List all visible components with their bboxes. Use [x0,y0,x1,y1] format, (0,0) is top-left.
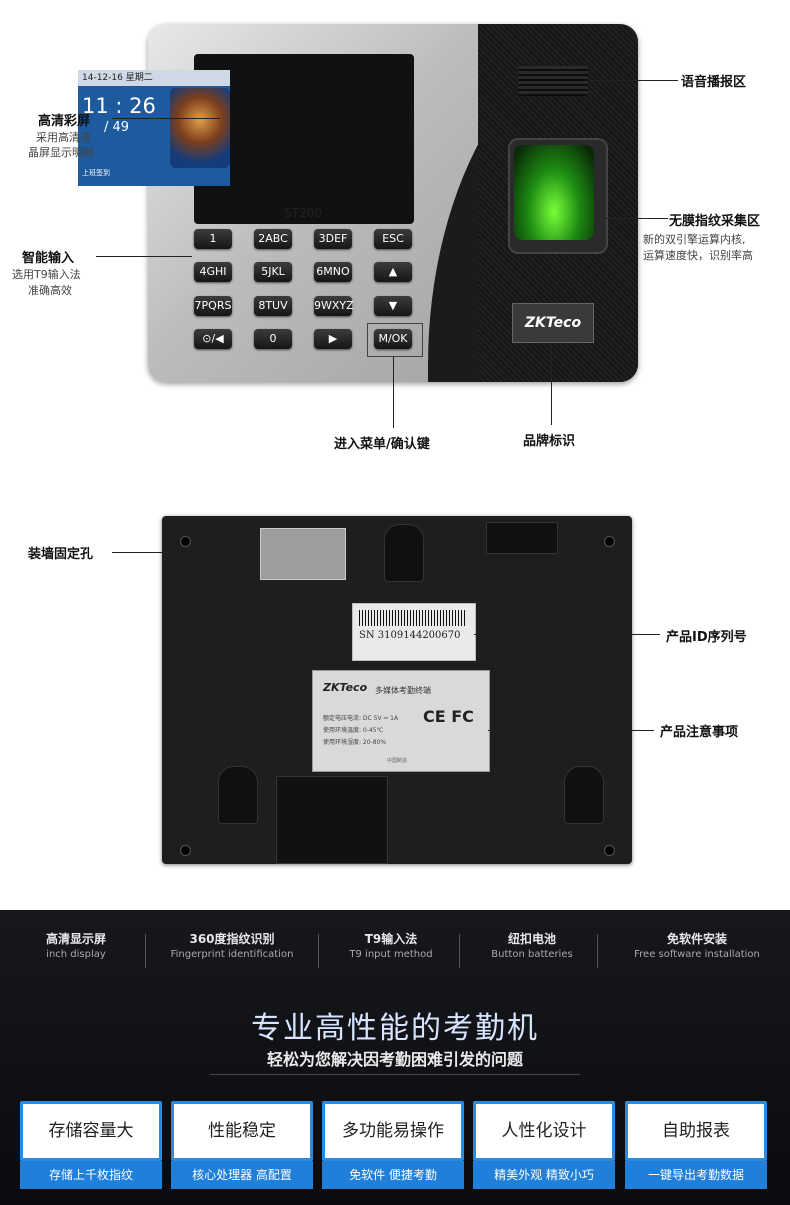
voice-label: 语音播报区 [681,75,747,90]
serial-number: SN 3109144200670 [359,630,461,641]
fingerprint-label-desc-2: 运算速度快，识别率高 [643,249,753,262]
wall-hole-bottom-right [564,766,604,824]
screen-count: / 49 [104,120,130,135]
key-8[interactable]: 8TUV [254,296,292,316]
wall-hole-top [384,524,424,582]
screw-top-left [180,536,191,547]
hand-wallpaper-image [170,88,230,168]
key-1[interactable]: 1 [194,229,232,249]
key-9[interactable]: 9WXYZ [314,296,354,316]
certification-marks: CE FC [423,707,474,726]
menu-key-label: 进入菜单/确认键 [334,437,430,452]
benefit-card-storage: 存储容量大 存储上千枚指纹 [20,1101,162,1189]
key-6[interactable]: 6MNO [314,262,352,282]
speaker-grille [518,66,588,96]
fingerprint-label-line [604,218,668,219]
input-label-desc-1: 选用T9输入法 [12,268,81,281]
promo-headline: 专业高性能的考勤机 [251,1011,539,1046]
notice-label-line [488,730,654,731]
menu-key-highlight [367,323,423,357]
feature-divider [145,934,146,968]
screen-label-desc-1: 采用高清液 [36,131,91,144]
feature-divider [318,934,319,968]
plate-title: 多媒体考勤终端 [375,686,431,695]
key-up[interactable]: ▲ [374,262,412,282]
back-bottom-slot [276,776,388,864]
notice-label: 产品注意事项 [660,725,739,740]
benefit-card-stability: 性能稳定 核心处理器 高配置 [171,1101,313,1189]
screen-label-desc-2: 晶屏显示明朗 [28,146,94,159]
benefit-card-design: 人性化设计 精美外观 精致小巧 [473,1101,615,1189]
screw-top-right [604,536,615,547]
key-0[interactable]: 0 [254,329,292,349]
voice-label-line [590,80,678,81]
screen-label-title: 高清彩屏 [38,114,91,129]
fingerprint-label-desc-1: 新的双引擎运算内核, [643,233,746,246]
screw-bottom-right [604,845,615,856]
key-2[interactable]: 2ABC [254,229,292,249]
benefit-card-multifunction: 多功能易操作 免软件 便捷考勤 [322,1101,464,1189]
screen-date-bar: 14-12-16 星期二 [78,70,230,86]
plate-brand: ZKTeco [323,681,368,694]
plate-country: 中国制造 [387,758,408,764]
key-down[interactable]: ▼ [374,296,412,316]
brand-label-line [551,343,552,425]
feature-fingerprint: 360度指纹识别 Fingerprint identification [170,932,294,960]
key-5[interactable]: 5JKL [254,262,292,282]
screen-time: 11 : 26 [82,94,156,118]
front-view-section: 14-12-16 星期二 11 : 26 / 49 上班签到 ST200 1 2… [0,0,790,480]
decor-line [210,1074,580,1075]
plate-line-3: 使用环境湿度: 20-80% [323,739,387,746]
key-3[interactable]: 3DEF [314,229,352,249]
screw-bottom-left [180,845,191,856]
feature-divider [597,934,598,968]
wall-hole-bottom-left [218,766,258,824]
menu-key-label-line [393,356,394,428]
feature-software: 免软件安装 Free software installation [634,932,760,960]
key-right[interactable]: ▶ [314,329,352,349]
mount-hole-label: 装墙固定孔 [28,547,94,562]
input-label-line [96,256,192,257]
mount-bracket-tab [260,528,346,580]
brand-label: 品牌标识 [523,434,576,449]
screen-frame [194,54,414,224]
key-4[interactable]: 4GHI [194,262,232,282]
key-power-back[interactable]: ⊙/◀ [194,329,232,349]
plate-line-1: 额定电压电流: DC 5V ⎓ 1A [323,715,399,722]
feature-t9: T9输入法 T9 input method [349,932,433,960]
serial-label: 产品ID序列号 [666,630,747,645]
screen-label-line [112,118,220,119]
back-top-slot [486,522,558,554]
input-label-title: 智能输入 [22,251,75,266]
serial-label-line [474,634,660,635]
feature-divider [459,934,460,968]
key-menu-ok[interactable]: M/OK [374,329,412,349]
info-plate: ZKTeco 多媒体考勤终端 额定电压电流: DC 5V ⎓ 1A 使用环境温度… [312,670,490,772]
promo-subhead: 轻松为您解决因考勤困难引发的问题 [266,1050,523,1069]
fingerprint-glass [514,145,594,240]
feature-display: 高清显示屏 inch display [45,932,106,960]
benefit-card-report: 自助报表 一键导出考勤数据 [625,1101,767,1189]
feature-battery: 纽扣电池 Button batteries [491,932,573,960]
mount-hole-line [112,552,260,553]
lcd-screen: 14-12-16 星期二 11 : 26 / 49 上班签到 [78,70,230,186]
plate-line-2: 使用环境温度: 0-45℃ [323,727,384,734]
screen-status: 上班签到 [82,169,110,177]
serial-sticker: SN 3109144200670 [352,603,476,661]
input-label-desc-2: 准确高效 [28,284,72,297]
key-esc[interactable]: ESC [374,229,412,249]
fingerprint-label-title: 无膜指纹采集区 [669,214,761,229]
key-7[interactable]: 7PQRS [194,296,232,316]
feature-strip: 高清显示屏 inch display 360度指纹识别 Fingerprint … [0,930,790,972]
model-label: ST200 [284,206,322,220]
brand-badge: ZKTeco [512,303,594,343]
barcode [359,610,467,626]
